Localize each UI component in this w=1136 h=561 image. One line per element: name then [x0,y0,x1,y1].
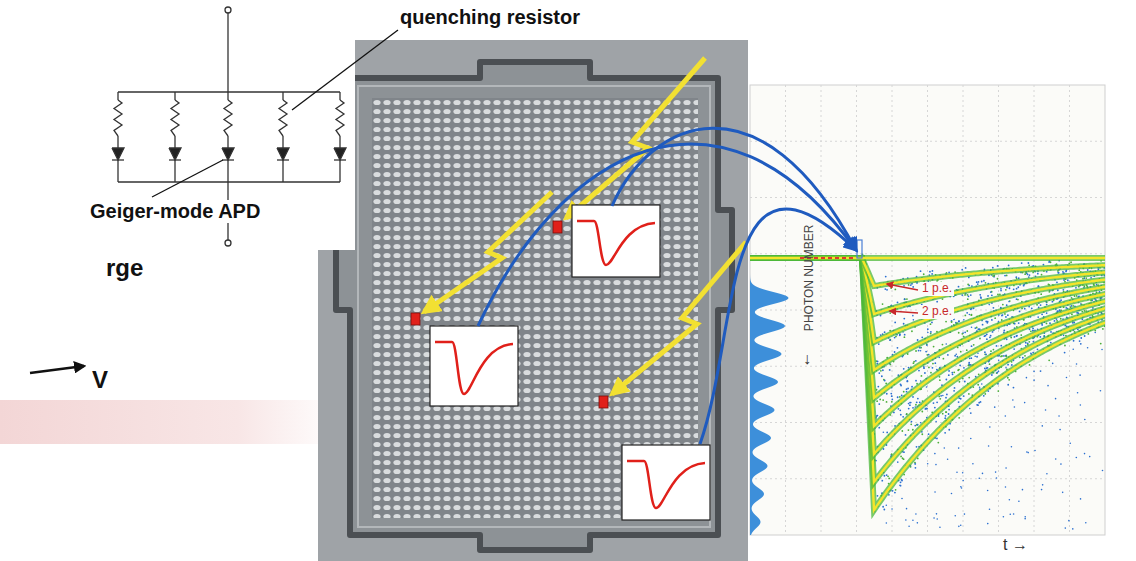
voltage-arrow [30,366,84,373]
oscilloscope-plot [750,85,1108,535]
signal-arrow [478,128,856,444]
voltage-label: V [92,366,108,394]
axis-arrow: ↓ [803,350,811,368]
pulse-inset [430,205,710,520]
plot-annotation: 2 p.e. [920,305,954,319]
leader-line [152,160,223,197]
leader-line [292,30,398,110]
diode-symbol [169,148,181,160]
resistor-symbol [114,100,122,136]
diode-symbol [222,148,234,160]
pink-band [0,400,340,444]
diode-symbol [277,148,289,160]
circuit-schematic [82,0,355,250]
diode-symbol [112,148,124,160]
diode-symbol [334,148,346,160]
axis-label: t → [1003,536,1028,554]
resistor-symbol [336,100,344,136]
part-label: quenching resistor [400,6,580,29]
resistor-symbol [171,100,179,136]
plot-annotation: 1 p.e. [920,282,954,296]
part-label: Geiger-mode APD [88,200,262,223]
cut-off-label: rge [106,254,143,282]
axis-label: PHOTON NUMBER [803,225,817,331]
sipm-chip-photo [318,40,748,561]
resistor-symbol [224,100,232,136]
resistor-symbol [279,100,287,136]
